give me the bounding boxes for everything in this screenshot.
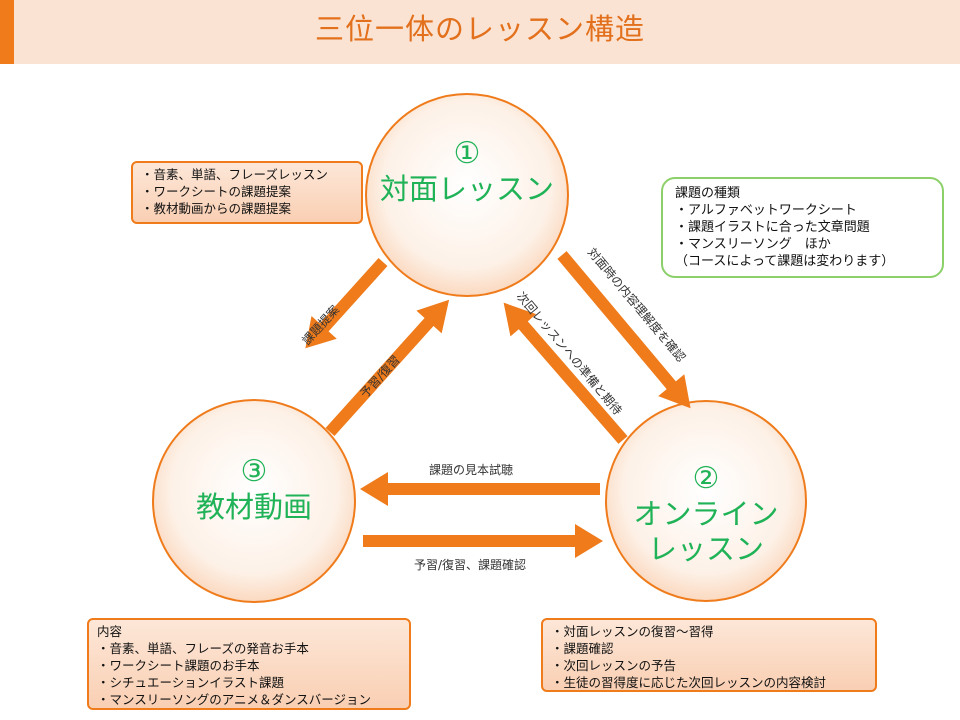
info-line: ・課題確認	[551, 641, 614, 656]
arrow-face-to-face-to-online	[557, 251, 691, 409]
page-title: 三位一体のレッスン構造	[314, 12, 645, 46]
title-accent-bar	[0, 0, 14, 64]
info-line: 内容	[97, 624, 123, 639]
node-number-3: ③	[240, 454, 268, 489]
info-line: ・対面レッスンの復習～習得	[551, 624, 714, 639]
info-line: ・教材動画からの課題提案	[141, 201, 292, 216]
info-line: ・音素、単語、フレーズレッスン	[141, 167, 328, 182]
node-name-online-line1: オンライン	[633, 497, 779, 531]
info-line: ・シチュエーションイラスト課題	[97, 675, 285, 690]
node-circle-video	[152, 399, 356, 603]
info-line: ・アルファベットワークシート	[675, 203, 857, 218]
info-line: ・マンスリーソング ほか	[675, 237, 831, 252]
arrow-online-to-video	[360, 472, 600, 506]
arrow-video-to-online	[363, 524, 603, 558]
info-line: ・マンスリーソングのアニメ＆ダンスバージョン	[97, 692, 372, 707]
info-box-video: 内容 ・音素、単語、フレーズの発音お手本 ・ワークシート課題のお手本 ・シチュエ…	[87, 618, 411, 710]
arrow-label-preview-review-check: 予習/復習、課題確認	[414, 558, 527, 572]
arrow-face-to-face-to-video	[305, 257, 388, 349]
info-box-online: ・対面レッスンの復習～習得 ・課題確認 ・次回レッスンの予告 ・生徒の習得度に応…	[541, 618, 877, 692]
info-line: ・次回レッスンの予告	[551, 658, 677, 673]
node-number-1: ①	[453, 136, 481, 171]
node-name-face-to-face: 対面レッスン	[379, 172, 554, 206]
info-line: ・音素、単語、フレーズの発音お手本	[97, 641, 309, 656]
node-label-online: ② オンライン レッスン	[606, 461, 806, 567]
node-label-face-to-face: ① 対面レッスン	[367, 136, 567, 207]
arrow-online-to-face-to-face	[503, 302, 628, 444]
info-line: ・課題イラストに合った文章問題	[675, 220, 870, 235]
info-line: ・ワークシート課題のお手本	[97, 658, 260, 673]
arrow-label-sample-viewing: 課題の見本試聴	[429, 463, 514, 477]
node-name-video: 教材動画	[195, 490, 312, 524]
info-line: 課題の種類	[675, 186, 741, 201]
node-circle-online	[605, 400, 807, 602]
node-label-video: ③ 教材動画	[154, 454, 354, 525]
node-circle-face-to-face	[365, 93, 569, 297]
title-bar	[0, 0, 960, 64]
info-line: （コースによって課題は変わります）	[675, 254, 895, 269]
arrow-video-to-face-to-face	[325, 299, 450, 437]
node-name-online-line2: レッスン	[647, 531, 764, 566]
info-box-face-to-face: ・音素、単語、フレーズレッスン ・ワークシートの課題提案 ・教材動画からの課題提…	[131, 161, 363, 224]
info-line: ・ワークシートの課題提案	[141, 184, 292, 199]
node-number-2: ②	[692, 461, 720, 496]
info-line: ・生徒の習得度に応じた次回レッスンの内容検討	[551, 675, 827, 690]
info-box-assignment-types: 課題の種類 ・アルファベットワークシート ・課題イラストに合った文章問題 ・マン…	[661, 177, 944, 278]
